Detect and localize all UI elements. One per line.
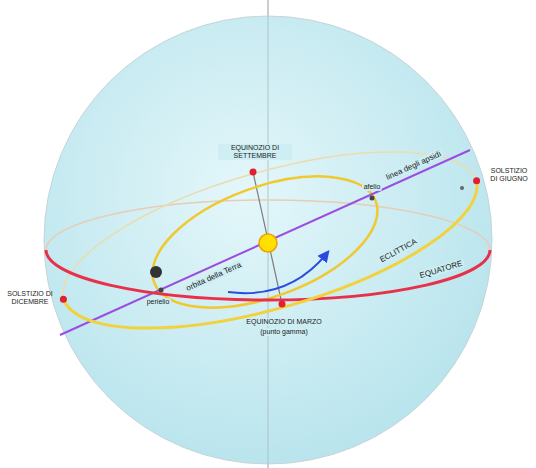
march-equinox-point bbox=[279, 301, 286, 308]
ecliptic bbox=[63, 181, 477, 328]
orbit-label: orbita della Terra bbox=[183, 260, 245, 294]
celestial-equator bbox=[46, 250, 490, 300]
equinox-label: EQUINOZIO DI MARZO bbox=[244, 318, 323, 326]
equinox-label: EQUINOZIO DI SETTEMBRE bbox=[218, 144, 292, 160]
equator-label: EQUATORE bbox=[417, 259, 466, 282]
ecliptic-label: ECLITTICA bbox=[376, 236, 420, 266]
perihelion-label: perielio bbox=[145, 298, 172, 306]
earth-orbit bbox=[135, 150, 394, 334]
june-solstice-point bbox=[473, 177, 480, 184]
equinox-line bbox=[253, 172, 282, 304]
september-equinox-point bbox=[250, 169, 257, 176]
aphelion-label: afelio bbox=[362, 183, 383, 191]
motion-arrow bbox=[228, 252, 328, 293]
apsides-label: linea degli apsidi bbox=[383, 149, 444, 183]
solstice-label: SOLSTIZIO DI DICEMBRE bbox=[3, 290, 57, 306]
sun bbox=[259, 234, 277, 252]
note-label: (punto gamma) bbox=[258, 328, 309, 336]
perihelion-point bbox=[159, 288, 164, 293]
december-solstice-point bbox=[60, 296, 67, 303]
celestial-sphere bbox=[44, 16, 492, 464]
solstice-label: SOLSTIZIO DI GIUGNO bbox=[485, 167, 533, 183]
earth bbox=[150, 266, 162, 278]
june-direction-point bbox=[460, 186, 464, 190]
apsides-line bbox=[60, 150, 470, 335]
aphelion-point bbox=[370, 196, 375, 201]
